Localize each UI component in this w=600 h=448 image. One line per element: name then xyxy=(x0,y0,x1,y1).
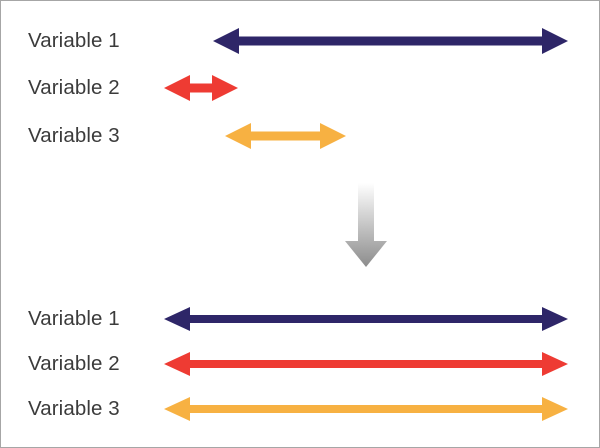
bottom-row-variable-2: Variable 2 xyxy=(1,344,599,384)
top-row-variable-3: Variable 3 xyxy=(1,116,599,156)
top-row-variable-1-label: Variable 1 xyxy=(28,29,120,52)
top-arrow-variable-2 xyxy=(164,73,238,103)
arrow-shape xyxy=(164,307,568,331)
top-arrow-variable-1 xyxy=(213,26,568,56)
bottom-row-variable-3-label: Variable 3 xyxy=(28,397,120,420)
bottom-row-variable-1: Variable 1 xyxy=(1,299,599,339)
top-row-variable-2-label: Variable 2 xyxy=(28,76,120,99)
top-row-variable-3-label: Variable 3 xyxy=(28,124,120,147)
bottom-row-variable-3: Variable 3 xyxy=(1,389,599,429)
down-arrow-shape xyxy=(345,183,387,267)
arrow-shape xyxy=(213,28,568,54)
down-arrow-icon xyxy=(341,183,391,267)
bottom-row-variable-1-label: Variable 1 xyxy=(28,307,120,330)
top-row-variable-2: Variable 2 xyxy=(1,68,599,108)
arrow-shape xyxy=(225,123,346,149)
arrow-shape xyxy=(164,75,238,101)
bottom-row-variable-2-label: Variable 2 xyxy=(28,352,120,375)
bottom-arrow-variable-1 xyxy=(164,305,568,333)
arrow-shape xyxy=(164,397,568,421)
top-row-variable-1: Variable 1 xyxy=(1,21,599,61)
bottom-arrow-variable-2 xyxy=(164,350,568,378)
top-arrow-variable-3 xyxy=(225,121,346,151)
bottom-arrow-variable-3 xyxy=(164,395,568,423)
arrow-shape xyxy=(164,352,568,376)
